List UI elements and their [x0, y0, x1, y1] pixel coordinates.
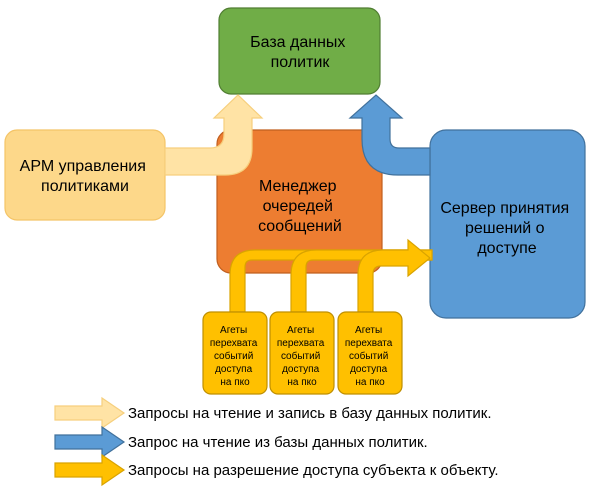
message-queue-manager-label-line: сообщений	[258, 218, 342, 235]
access-agent-label-line: Агеты	[355, 325, 382, 336]
read-write-policy-arrow	[164, 94, 264, 176]
policy-admin-workstation-label-line: политиками	[41, 178, 129, 195]
access-agent-label-2: Агеты перехвата событий доступа на пко	[277, 325, 327, 388]
access-agent-node-1	[202, 311, 268, 395]
policy-admin-workstation-label-line: АРМ управления	[20, 158, 146, 175]
policy-database-label: База данных политик	[250, 34, 350, 71]
access-agent-label-line: доступа	[215, 364, 253, 375]
message-queue-manager-label-line: Менеджер	[259, 178, 337, 195]
policy-database-label-line: политик	[271, 54, 331, 71]
access-agent-label-line: событий	[349, 350, 388, 362]
access-decision-server-label-line: доступе	[477, 240, 536, 257]
access-agent-label-line: Агеты	[220, 325, 247, 336]
legend-read-write-arrow	[54, 396, 126, 430]
access-agent-label-line: перехвата	[345, 338, 393, 349]
access-agent-label-line: на пко	[220, 377, 250, 388]
access-agent-label-line: перехвата	[277, 338, 325, 349]
legend-read-arrow	[54, 425, 126, 459]
policy-database-label-line: База данных	[250, 34, 345, 51]
access-agent-label-line: доступа	[350, 364, 388, 375]
access-agent-label-line: событий	[214, 350, 253, 362]
legend-read-write-label: Запросы на чтение и запись в базу данных…	[128, 405, 492, 422]
legend-access-request-arrow	[54, 453, 126, 487]
access-decision-server-node	[429, 129, 586, 319]
access-agent-label-line: на пко	[287, 377, 317, 388]
read-policy-arrow	[348, 94, 431, 176]
access-decision-server-label: Сервер принятия решений о доступе	[440, 200, 573, 257]
policy-admin-workstation-node	[4, 129, 166, 221]
policy-admin-workstation-label: АРМ управления политиками	[20, 158, 151, 195]
message-queue-manager-label-line: очередей	[263, 198, 333, 215]
access-agent-node-3	[337, 311, 403, 395]
access-agent-label-line: Агеты	[287, 325, 314, 336]
legend-access-request-label: Запросы на разрешение доступа субъекта к…	[128, 462, 499, 479]
access-agent-label-line: событий	[281, 350, 320, 362]
access-decision-server-label-line: Сервер принятия	[440, 200, 569, 217]
access-agent-label-line: перехвата	[210, 338, 258, 349]
legend: Запросы на чтение и запись в базу данных…	[54, 396, 499, 487]
access-request-arrow-3	[357, 238, 431, 313]
access-agent-label-line: доступа	[282, 364, 320, 375]
access-decision-server-label-line: решений о	[465, 220, 545, 237]
access-agent-label-1: Агеты перехвата событий доступа на пко	[210, 325, 260, 388]
access-agent-node-2	[269, 311, 335, 395]
legend-read-label: Запрос на чтение из базы данных политик.	[128, 434, 428, 451]
access-agent-label-line: на пко	[355, 377, 385, 388]
message-queue-manager-label: Менеджер очередей сообщений	[258, 178, 342, 235]
access-agent-label-3: Агеты перехвата событий доступа на пко	[345, 325, 395, 388]
policy-database-node	[218, 7, 381, 95]
